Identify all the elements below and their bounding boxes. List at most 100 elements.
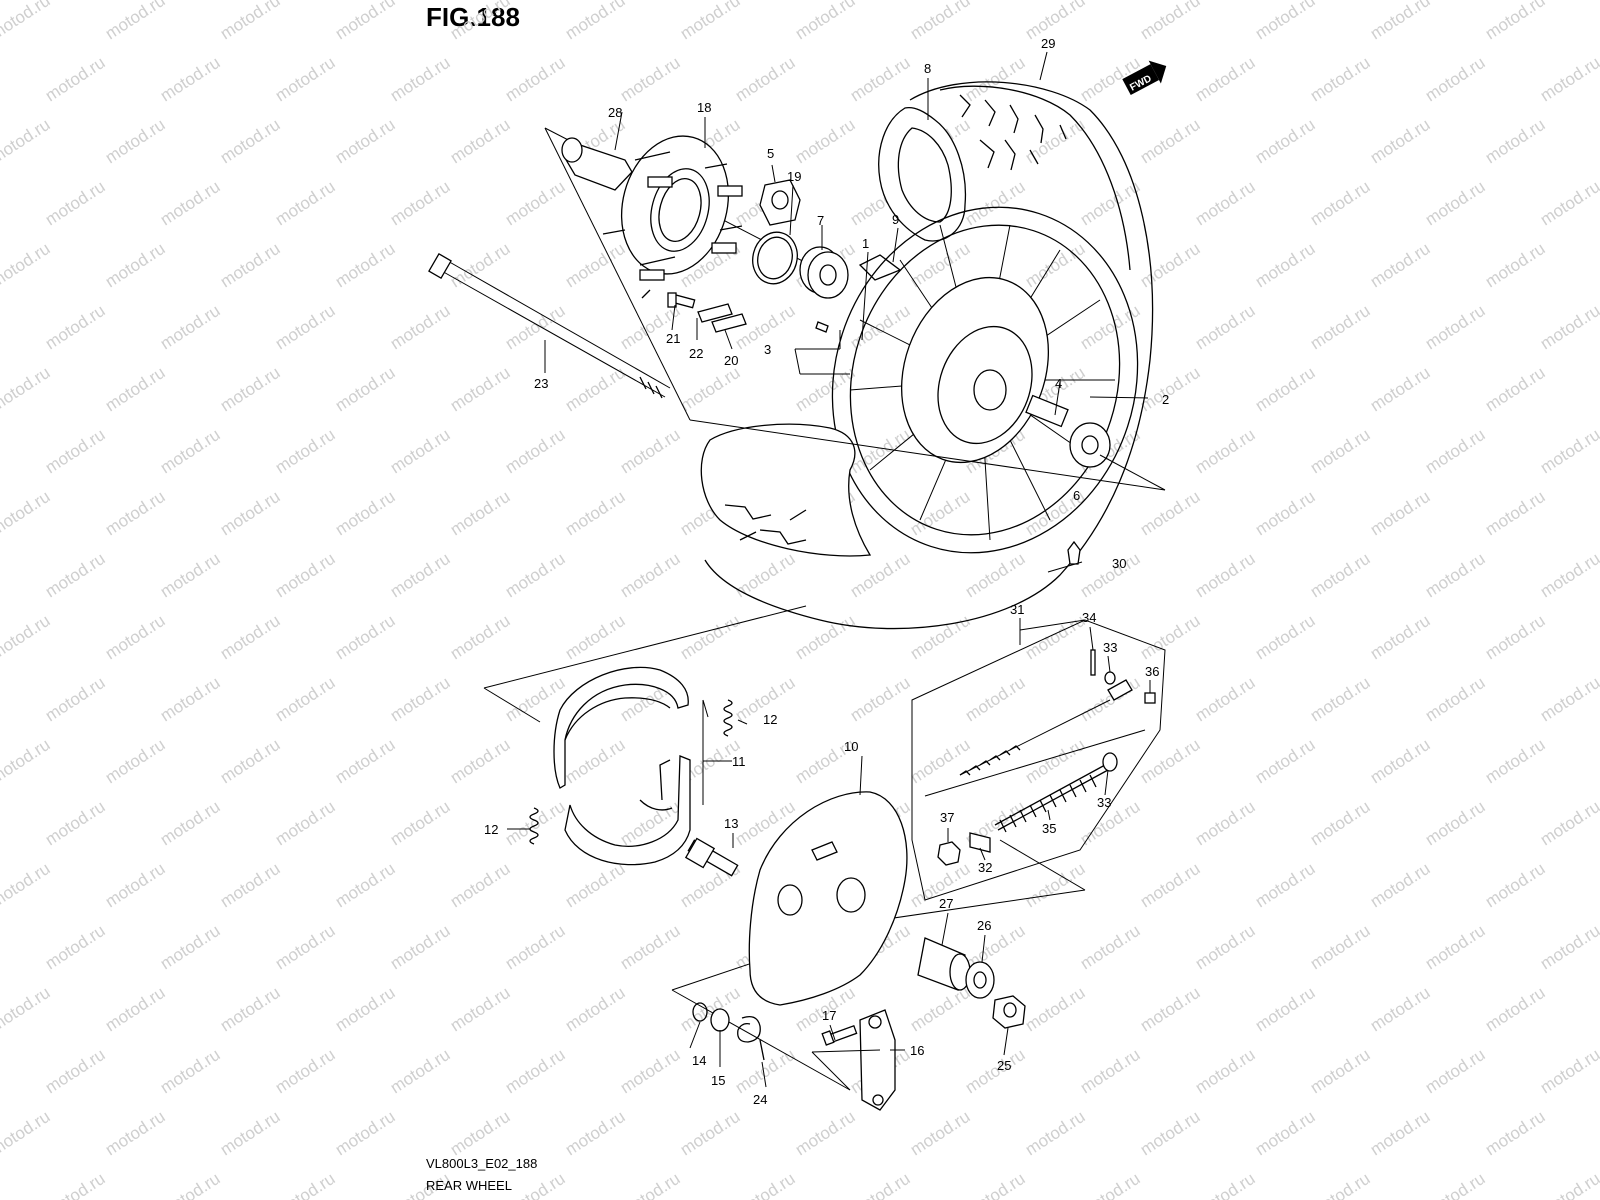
watermark-text: motod.ru (272, 1045, 339, 1097)
callout-2: 2 (1162, 392, 1169, 407)
callout-10: 10 (844, 739, 858, 754)
watermark-text: motod.ru (1137, 0, 1204, 43)
watermark-text: motod.ru (157, 1045, 224, 1097)
watermark-text: motod.ru (907, 1107, 974, 1159)
watermark-text: motod.ru (1307, 301, 1374, 353)
brake-shoe-11-upper (553, 666, 689, 789)
watermark-text: motod.ru (102, 487, 169, 539)
watermark-text: motod.ru (387, 797, 454, 849)
watermark-text: motod.ru (387, 549, 454, 601)
watermark-text: motod.ru (1537, 549, 1600, 601)
watermark-text: motod.ru (1422, 549, 1489, 601)
callout-5: 5 (767, 146, 774, 161)
watermark-text: motod.ru (332, 239, 399, 291)
watermark-text: motod.ru (1422, 1045, 1489, 1097)
watermark-text: motod.ru (0, 859, 53, 911)
spring-12-lower (529, 807, 539, 845)
watermark-text: motod.ru (502, 921, 569, 973)
watermark-text: motod.ru (502, 177, 569, 229)
watermark-text: motod.ru (792, 363, 859, 415)
callout-27: 27 (939, 896, 953, 911)
watermark-text: motod.ru (732, 1169, 799, 1200)
watermark-text: motod.ru (1077, 549, 1144, 601)
callout-37: 37 (940, 810, 954, 825)
watermark-text: motod.ru (217, 363, 284, 415)
callout-12a: 12 (763, 712, 777, 727)
callout-29: 29 (1041, 36, 1055, 51)
watermark-text: motod.ru (387, 53, 454, 105)
watermark-text: motod.ru (1367, 983, 1434, 1035)
watermark-text: motod.ru (1422, 53, 1489, 105)
callout-22: 22 (689, 346, 703, 361)
watermark-text: motod.ru (677, 363, 744, 415)
figure-code: VL800L3_E02_188 (426, 1156, 538, 1171)
brake-lever-16 (859, 1009, 896, 1111)
watermark-text: motod.ru (1422, 177, 1489, 229)
watermark-text: motod.ru (792, 611, 859, 663)
watermark-text: motod.ru (102, 735, 169, 787)
watermark-text: motod.ru (1022, 239, 1089, 291)
watermark-text: motod.ru (1367, 1107, 1434, 1159)
watermark-text: motod.ru (332, 611, 399, 663)
watermark-text: motod.ru (562, 983, 629, 1035)
watermark-text: motod.ru (42, 425, 109, 477)
watermark-text: motod.ru (42, 1045, 109, 1097)
watermark-text: motod.ru (1307, 1045, 1374, 1097)
callout-17: 17 (822, 1008, 836, 1023)
watermark-text: motod.ru (387, 673, 454, 725)
watermark-text: motod.ru (447, 1107, 514, 1159)
watermark-text: motod.ru (1192, 797, 1259, 849)
watermark-text: motod.ru (42, 673, 109, 725)
watermark-text: motod.ru (272, 673, 339, 725)
tire-section-bottom (700, 423, 872, 557)
sleeve-28 (561, 137, 633, 191)
watermark-text: motod.ru (42, 921, 109, 973)
watermark-text: motod.ru (907, 0, 974, 43)
watermark-text: motod.ru (732, 549, 799, 601)
wheel-assembly: FWD (700, 60, 1167, 630)
watermark-text: motod.ru (1367, 735, 1434, 787)
watermark-text: motod.ru (617, 1045, 684, 1097)
watermark-text: motod.ru (792, 1107, 859, 1159)
brake-rod-31 (959, 679, 1133, 776)
watermark-text: motod.ru (1192, 921, 1259, 973)
watermark-text: motod.ru (157, 53, 224, 105)
spring-12-upper (723, 699, 733, 737)
watermark-text: motod.ru (0, 115, 53, 167)
watermark-text: motod.ru (272, 425, 339, 477)
watermark-text: motod.ru (1192, 425, 1259, 477)
watermark-text: motod.ru (1537, 301, 1600, 353)
watermark-text: motod.ru (1537, 921, 1600, 973)
bolt-21 (667, 292, 696, 309)
watermark-text: motod.ru (562, 487, 629, 539)
watermark-text: motod.ru (1022, 611, 1089, 663)
watermark-text: motod.ru (102, 611, 169, 663)
watermark-text: motod.ru (847, 673, 914, 725)
watermark-text: motod.ru (1307, 177, 1374, 229)
watermark-text: motod.ru (1252, 487, 1319, 539)
watermark-text: motod.ru (677, 983, 744, 1035)
brake-shoe-11-lower (564, 755, 691, 866)
lock-washer-22 (697, 303, 733, 323)
watermark-text: motod.ru (1137, 983, 1204, 1035)
watermark-text: motod.ru (1252, 239, 1319, 291)
watermark-text: motod.ru (1367, 0, 1434, 43)
watermark-text: motod.ru (1022, 1107, 1089, 1159)
watermark-text: motod.ru (272, 549, 339, 601)
watermark-text: motod.ru (1482, 239, 1549, 291)
watermark-text: motod.ru (1307, 53, 1374, 105)
watermark-text: motod.ru (1192, 1045, 1259, 1097)
watermark-text: motod.ru (1252, 115, 1319, 167)
watermark-text: motod.ru (1367, 487, 1434, 539)
watermark-text: motod.ru (272, 921, 339, 973)
watermark-text: motod.ru (217, 735, 284, 787)
watermark-text: motod.ru (332, 487, 399, 539)
callout-15: 15 (711, 1073, 725, 1088)
watermark-text: motod.ru (1192, 673, 1259, 725)
watermark-text: motod.ru (42, 301, 109, 353)
rim-outer (831, 206, 1139, 554)
callout-30: 30 (1112, 556, 1126, 571)
fwd-arrow (1122, 60, 1167, 96)
watermark-text: motod.ru (1137, 487, 1204, 539)
